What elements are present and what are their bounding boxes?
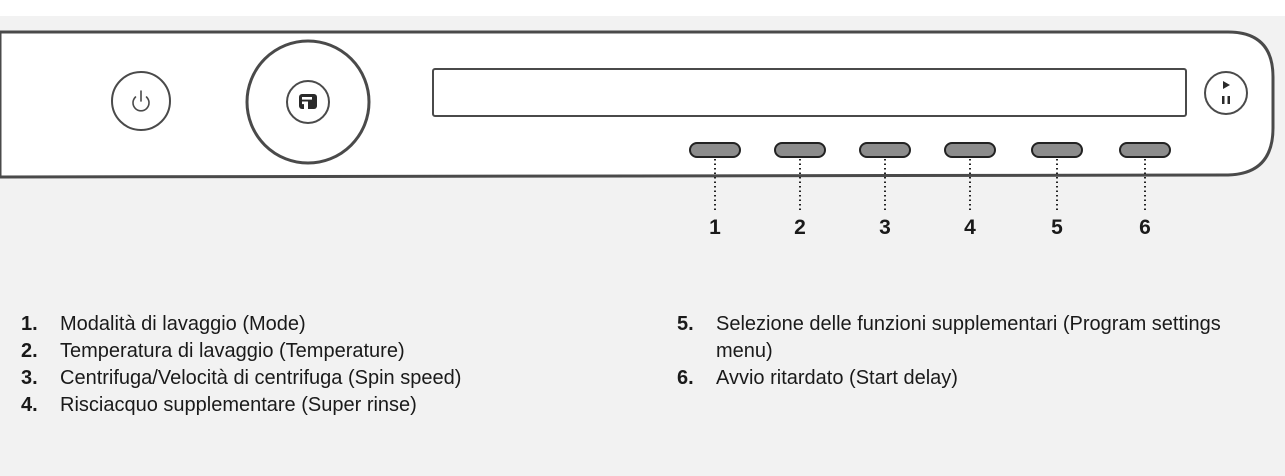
legend-number: 3.	[21, 367, 38, 389]
legend-text: Modalità di lavaggio (Mode)	[60, 313, 306, 335]
option-button-2[interactable]	[774, 142, 826, 158]
callout-number-5: 5	[1051, 216, 1063, 239]
legend-item: 3. Centrifuga/Velocità di centrifuga (Spi…	[21, 365, 461, 392]
program-logo-icon	[299, 94, 317, 109]
legend-column-right: 5. Selezione delle funzioni supplementari…	[677, 311, 1277, 392]
callout-number-1: 1	[709, 216, 721, 239]
legend-item: 1. Modalità di lavaggio (Mode)	[21, 311, 461, 338]
legend-text: Risciacquo supplementare (Super rinse)	[60, 394, 417, 416]
legend-text: Centrifuga/Velocità di centrifuga (Spin …	[60, 367, 462, 389]
legend-number: 4.	[21, 394, 38, 416]
legend-text: Temperatura di lavaggio (Temperature)	[60, 340, 405, 362]
option-button-1[interactable]	[689, 142, 741, 158]
option-button-5[interactable]	[1031, 142, 1083, 158]
legend-item: 6. Avvio ritardato (Start delay)	[677, 365, 1277, 392]
callout-number-3: 3	[879, 216, 891, 239]
callout-number-2: 2	[794, 216, 806, 239]
legend-item: 4. Risciacquo supplementare (Super rinse)	[21, 392, 461, 419]
legend-number: 2.	[21, 340, 38, 362]
option-buttons	[689, 142, 1171, 210]
legend-column-left: 1. Modalità di lavaggio (Mode) 2. Temperat…	[21, 311, 461, 419]
legend-number: 6.	[677, 367, 694, 389]
program-knob[interactable]	[245, 39, 371, 165]
callout-number-6: 6	[1139, 216, 1151, 239]
option-button-6[interactable]	[1119, 142, 1171, 158]
legend-text: Avvio ritardato (Start delay)	[716, 367, 958, 389]
power-button[interactable]	[111, 71, 171, 131]
legend-item: 5. Selezione delle funzioni supplementari…	[677, 311, 1277, 365]
control-panel-diagram	[0, 0, 1285, 210]
play-pause-icon	[1222, 81, 1230, 104]
legend-number: 5.	[677, 313, 694, 335]
legend-number: 1.	[21, 313, 38, 335]
callout-number-4: 4	[964, 216, 976, 239]
power-icon	[132, 90, 150, 112]
option-button-4[interactable]	[944, 142, 996, 158]
legend-item: 2. Temperatura di lavaggio (Temperature)	[21, 338, 461, 365]
legend-text: Selezione delle funzioni supplementari (…	[716, 313, 1221, 362]
start-pause-button[interactable]	[1204, 71, 1248, 115]
display-screen	[432, 68, 1187, 117]
option-button-3[interactable]	[859, 142, 911, 158]
